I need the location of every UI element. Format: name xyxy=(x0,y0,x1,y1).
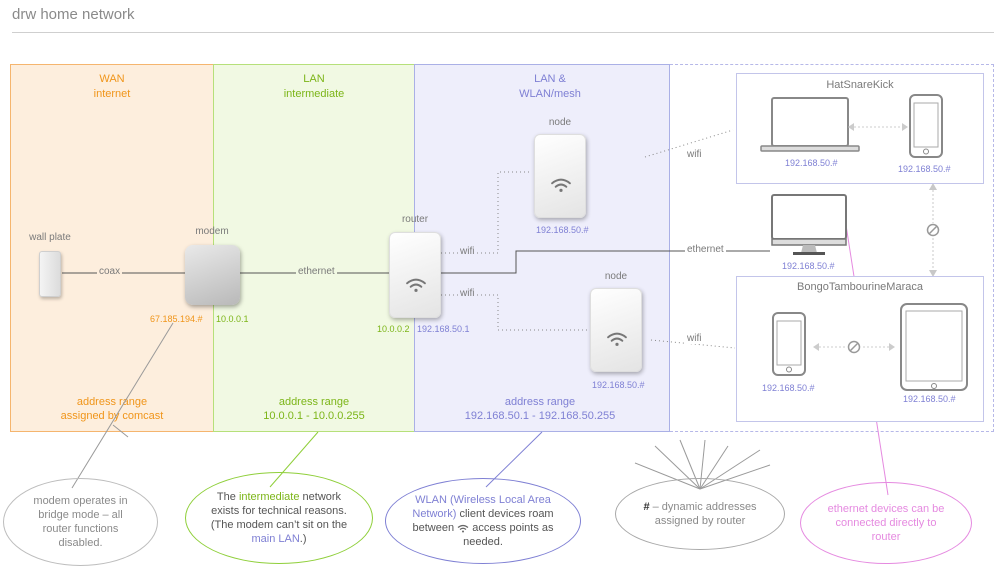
modem-label: modem xyxy=(195,226,229,237)
lan-zone xyxy=(213,64,415,432)
router-icon xyxy=(389,232,441,318)
node-bottom-icon xyxy=(590,288,642,372)
wlan-subtitle: WLAN/mesh xyxy=(519,88,581,100)
intermediate-note-highlight: intermediate xyxy=(238,491,300,503)
modem-ip-wan: 67.185.194.# xyxy=(150,314,203,324)
wall-plate-icon xyxy=(39,251,61,297)
wall-plate-label: wall plate xyxy=(29,232,71,243)
dynamic-note-text: – dynamic addresses assigned by router xyxy=(649,501,757,527)
wlan-range-title: address range xyxy=(504,396,576,408)
modem-ip-lan: 10.0.0.1 xyxy=(216,314,249,324)
hsk-title: HatSnareKick xyxy=(826,79,894,91)
wlan-note-text: access points as needed. xyxy=(463,522,554,548)
hsk-phone-ip: 192.168.50.# xyxy=(898,164,951,174)
page-title: drw home network xyxy=(12,6,135,23)
phone-icon xyxy=(772,312,806,376)
wlan-note-text: client devices roam between xyxy=(412,508,554,534)
lan-range-value: 10.0.0.1 - 10.0.0.255 xyxy=(263,410,365,422)
wifi-icon xyxy=(406,278,426,292)
client-area xyxy=(670,64,994,432)
phone-icon xyxy=(909,94,943,158)
router-ip-lan: 10.0.0.2 xyxy=(377,324,410,334)
btm-tablet-ip: 192.168.50.# xyxy=(903,394,956,404)
lan-range-title: address range xyxy=(278,396,350,408)
hsk-laptop-ip: 192.168.50.# xyxy=(785,158,838,168)
wan-subtitle: internet xyxy=(93,88,131,100)
wlan-range-value: 192.168.50.1 - 192.168.50.255 xyxy=(464,410,616,422)
intermediate-note-text: network exists for technical reasons. (T… xyxy=(210,491,348,531)
intermediate-note-text: .) xyxy=(299,533,307,545)
ethernet-note-text: ethernet devices can be connected direct… xyxy=(827,503,945,543)
modem-icon xyxy=(185,245,240,305)
dynamic-note-mark: # xyxy=(643,501,650,513)
wan-range-value: assigned by comcast xyxy=(60,410,164,422)
wan-title: WAN xyxy=(99,73,125,85)
no-connection-icon xyxy=(847,340,861,354)
intermediate-note: The intermediate network exists for tech… xyxy=(185,472,373,564)
wifi-top-line xyxy=(441,171,530,254)
wlan-title: LAN & xyxy=(534,73,566,85)
wan-zone xyxy=(10,64,214,432)
btm-title: BongoTambourineMaraca xyxy=(797,281,923,293)
router-label: router xyxy=(401,214,429,225)
wifi-node-top-line xyxy=(644,129,734,158)
node-top-label: node xyxy=(548,117,572,128)
router-ip-wlan: 192.168.50.1 xyxy=(417,324,470,334)
wan-range-title: address range xyxy=(76,396,148,408)
lan-title: LAN xyxy=(303,73,325,85)
node-top-icon xyxy=(534,134,586,218)
lan-subtitle: intermediate xyxy=(283,88,345,100)
wlan-note-highlight: WLAN (Wireless Local Area Network) xyxy=(412,494,551,520)
callout-address-range xyxy=(112,424,129,438)
title-divider xyxy=(12,32,994,33)
coax-label: coax xyxy=(97,266,123,277)
dynamic-note: # – dynamic addresses assigned by router xyxy=(615,478,785,550)
callout-bridge xyxy=(71,322,174,489)
wifi-node-top-label: wifi xyxy=(685,149,704,160)
tablet-icon xyxy=(900,303,968,391)
btm-phone-ip: 192.168.50.# xyxy=(762,383,815,393)
node-bottom-label: node xyxy=(604,271,628,282)
wifi-router-bottom-label: wifi xyxy=(458,288,477,299)
bridge-note-text: modem operates in bridge mode – all rout… xyxy=(33,495,128,549)
desktop-icon xyxy=(771,194,847,255)
bridge-note: modem operates in bridge mode – all rout… xyxy=(3,478,158,566)
wifi-icon xyxy=(607,332,627,346)
wifi-node-bottom-label: wifi xyxy=(685,333,704,344)
no-connection-icon xyxy=(926,223,940,237)
wifi-icon xyxy=(551,178,571,192)
ethernet-note: ethernet devices can be connected direct… xyxy=(800,482,972,564)
wifi-icon xyxy=(457,524,469,533)
wlan-note: WLAN (Wireless Local Area Network) clien… xyxy=(385,478,581,564)
ethernet-router-line xyxy=(440,250,770,274)
peer-link xyxy=(848,123,908,131)
desktop-ip: 192.168.50.# xyxy=(782,261,835,271)
peer-link xyxy=(813,343,895,351)
laptop-icon xyxy=(760,97,860,152)
ethernet-modem-label: ethernet xyxy=(296,266,337,277)
intermediate-note-highlight: main LAN xyxy=(251,533,300,545)
node-bottom-ip: 192.168.50.# xyxy=(592,380,645,390)
ethernet-router-label: ethernet xyxy=(685,244,726,255)
wifi-router-top-label: wifi xyxy=(458,246,477,257)
node-top-ip: 192.168.50.# xyxy=(536,225,589,235)
intermediate-note-text: The xyxy=(216,491,239,503)
